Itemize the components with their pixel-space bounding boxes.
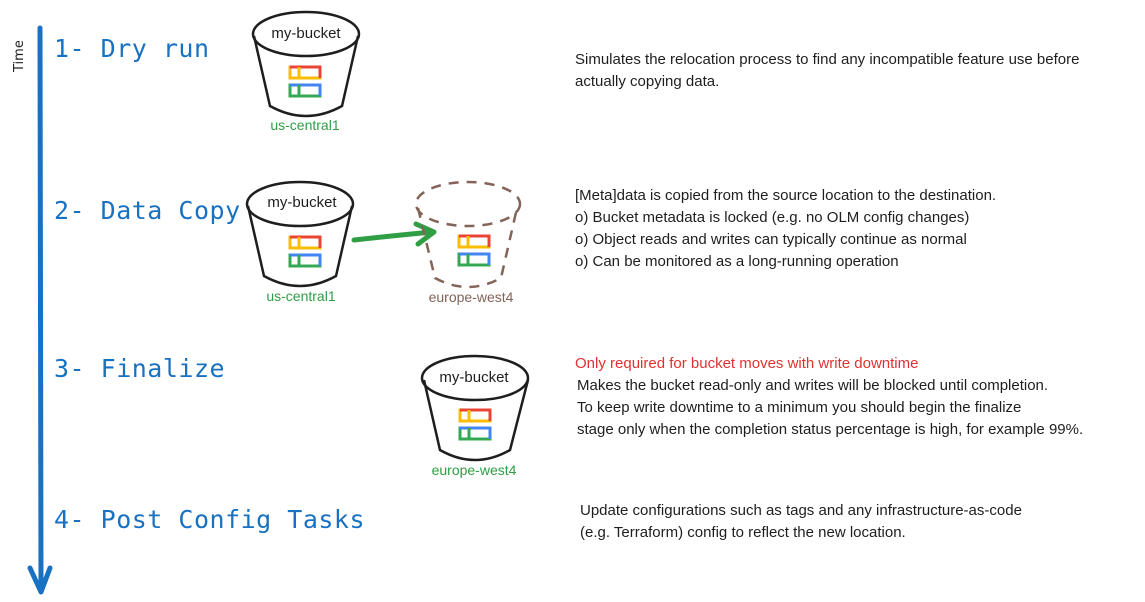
warning-text: Only required for bucket moves with writ… (575, 355, 919, 372)
step-description-data-copy: [Meta]data is copied from the source loc… (575, 187, 997, 270)
step-description-dry-run: Simulates the relocation process to find… (575, 51, 1080, 90)
bucket-icon (245, 180, 355, 288)
storage-icon (288, 65, 322, 98)
bucket-name: my-bucket (271, 25, 341, 42)
storage-icon (458, 408, 492, 441)
storage-icon (457, 234, 491, 267)
step-description-finalize: Only required for bucket moves with writ… (575, 355, 1084, 438)
region-label: us-central1 (266, 288, 336, 304)
bucket-icon (251, 10, 361, 118)
region-label: europe-west4 (428, 289, 514, 305)
step-title-dry-run: 1- Dry run (54, 34, 210, 63)
region-label: us-central1 (270, 117, 340, 133)
bucket-icon (420, 354, 530, 462)
region-label: europe-west4 (431, 462, 517, 478)
time-arrow (27, 25, 53, 595)
step-title-data-copy: 2- Data Copy (54, 196, 241, 225)
step-title-finalize: 3- Finalize (54, 354, 226, 383)
step-title-post-config: 4- Post Config Tasks (54, 505, 366, 534)
step-description-post-config: Update configurations such as tags and a… (580, 502, 1022, 541)
bucket-name: my-bucket (267, 194, 337, 211)
bucket-name: my-bucket (439, 369, 509, 386)
dashed-bucket-icon (414, 180, 522, 289)
storage-icon (288, 235, 322, 268)
